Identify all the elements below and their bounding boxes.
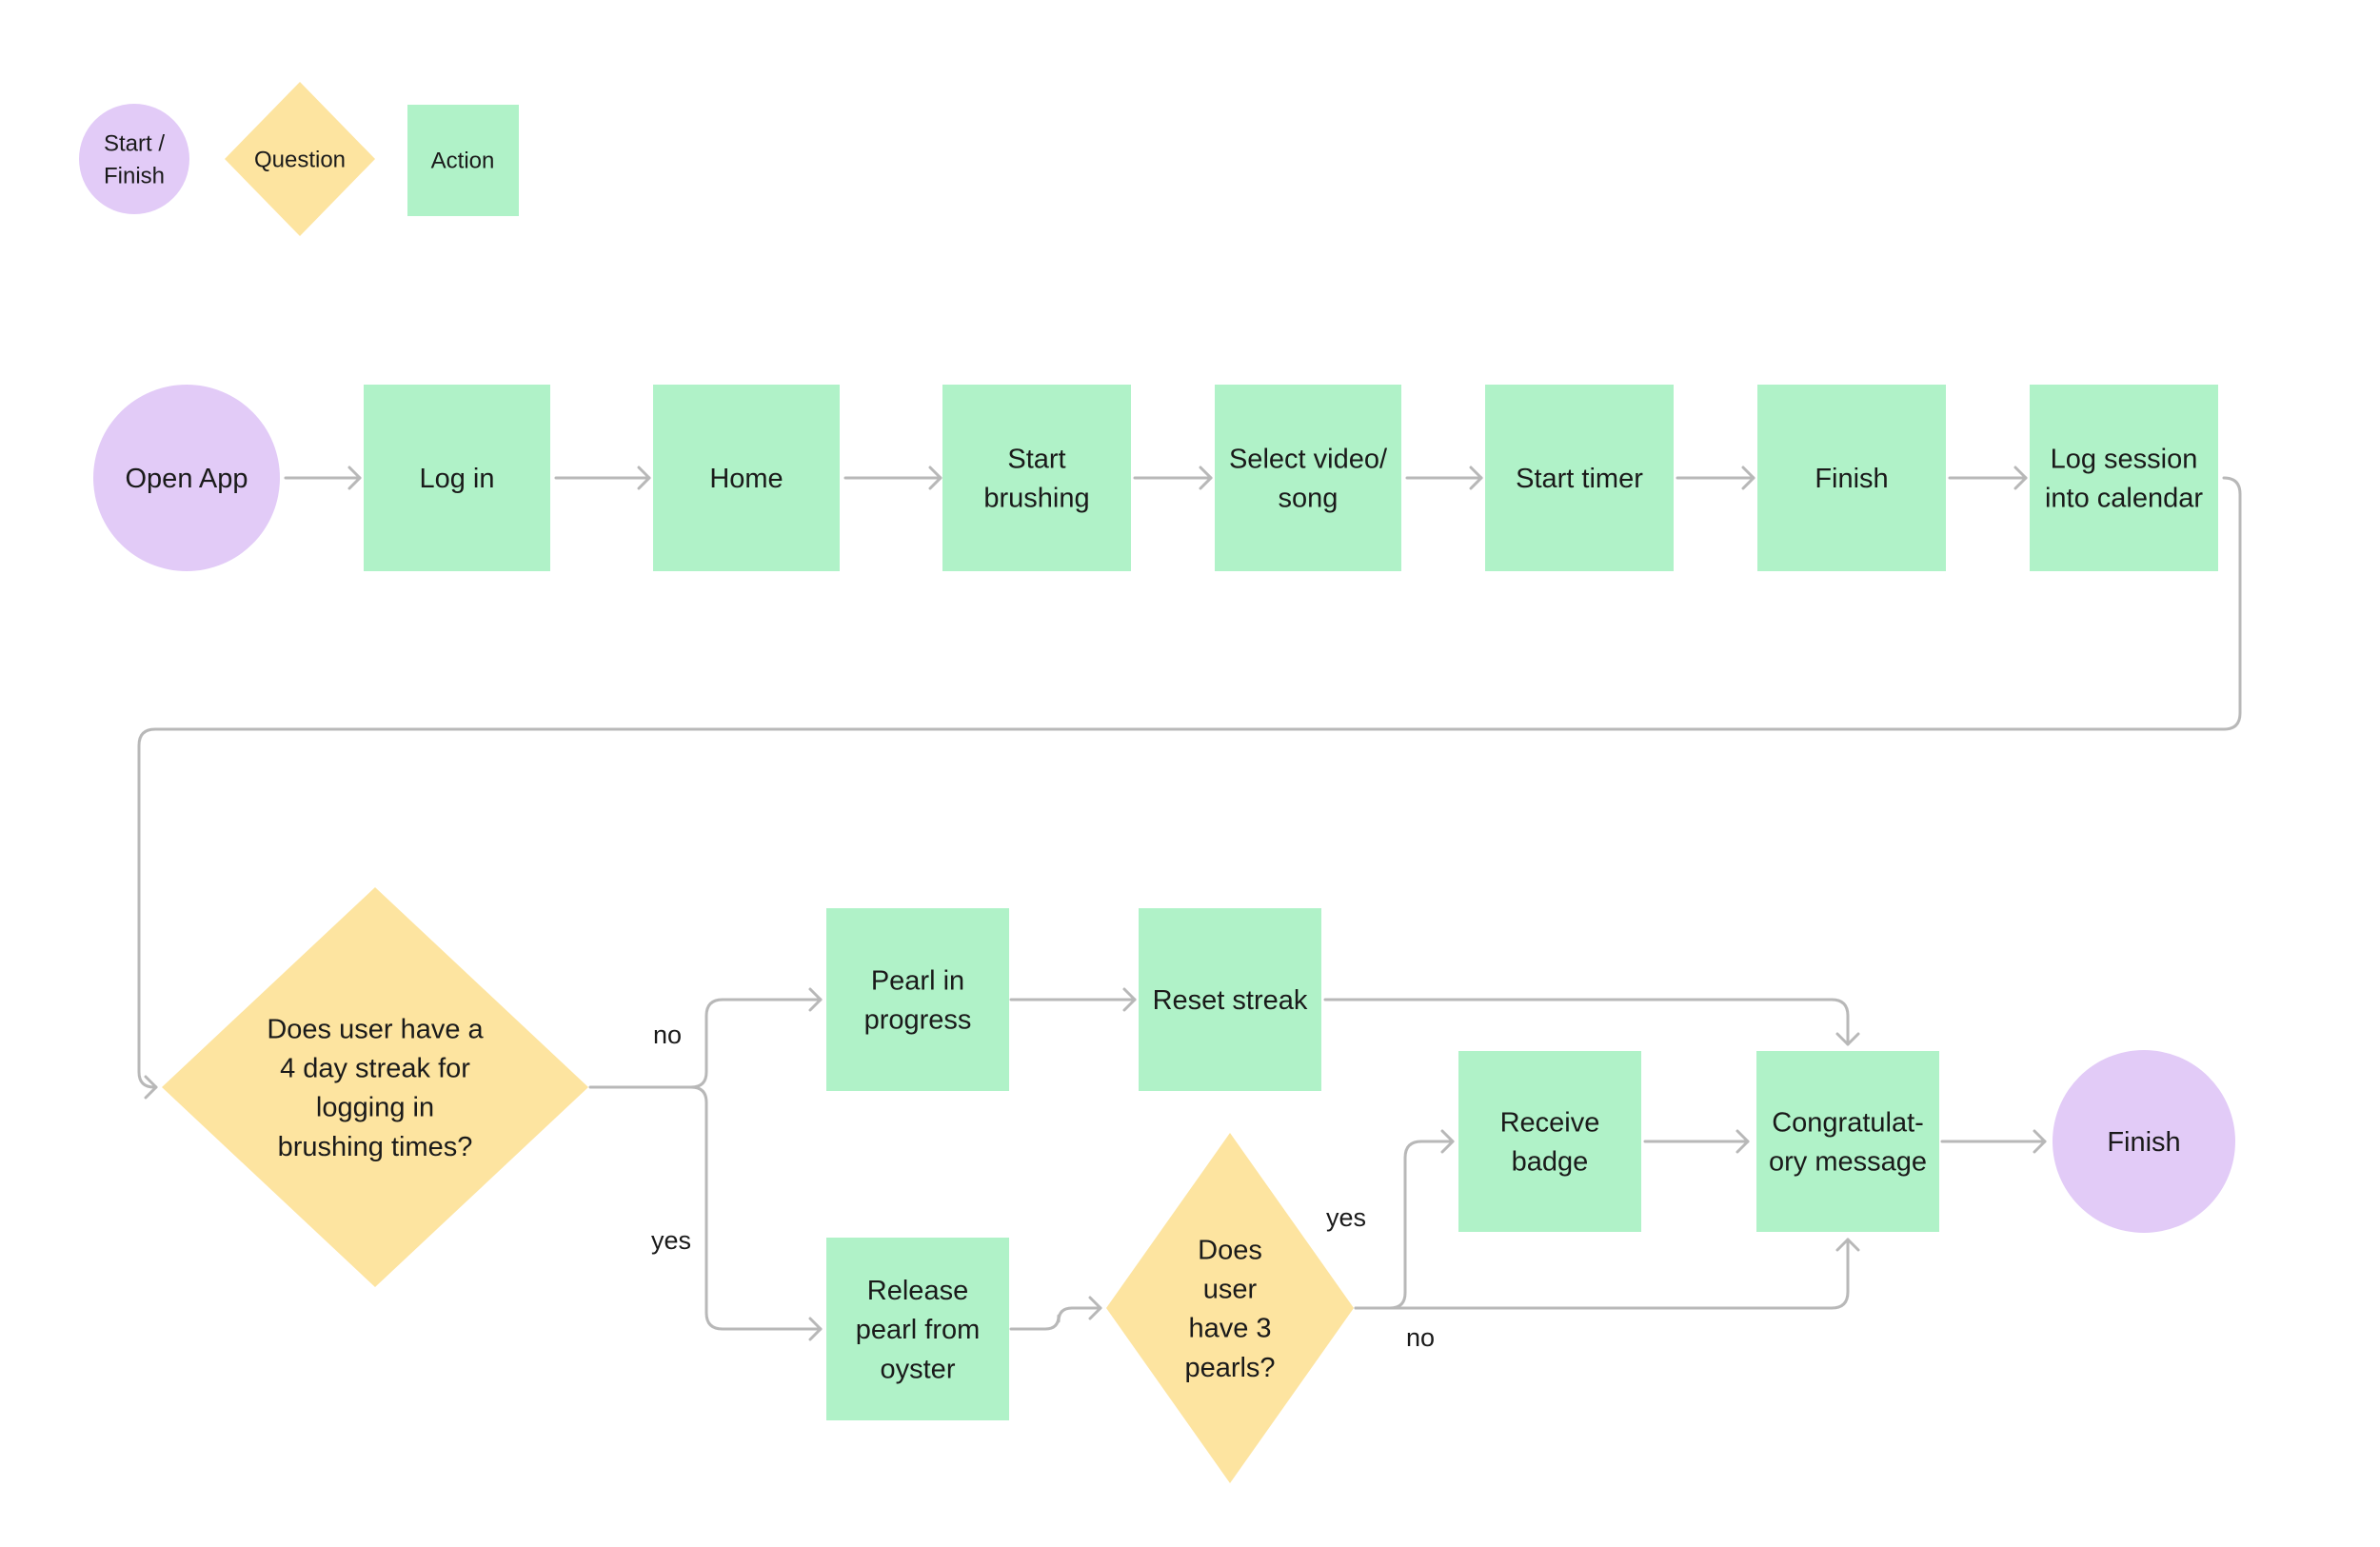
label-line: logging in [316, 1093, 434, 1123]
legend-terminal-label: Start / Finish [104, 130, 165, 188]
label-line: ory message [1769, 1147, 1927, 1178]
label-line: oyster [881, 1354, 956, 1384]
legend-action-shape [407, 105, 519, 216]
edge-streak-question-yes [689, 1085, 823, 1331]
label-line: Start [1007, 445, 1065, 475]
edge-streak-question-no [588, 998, 823, 1089]
label-line: Action [431, 148, 495, 173]
node-select-video-label: Select video/song [1229, 445, 1388, 514]
node-finish-terminal: Finish [2053, 1050, 2235, 1233]
label-line: pearls? [1184, 1353, 1275, 1383]
label-line: Select video/ [1229, 445, 1388, 475]
label-line: into calendar [2045, 484, 2203, 514]
node-finish-action-label: Finish [1815, 464, 1888, 494]
label-line: Question [254, 147, 346, 172]
node-receive-badge-label: Receive badge [1500, 1108, 1600, 1178]
label-line: Does user have a [267, 1014, 484, 1044]
label-line: Finish [104, 163, 165, 188]
label-line: Log session [2051, 445, 2198, 475]
node-pearl-in-progress-label: Pearl in progress [864, 966, 972, 1036]
edge-label-streak-yes: yes [651, 1226, 691, 1255]
label-line: brushing times? [278, 1132, 473, 1162]
node-start-timer: Start timer [1485, 385, 1674, 571]
label-line: user [1203, 1275, 1258, 1305]
label-line: Reset streak [1153, 985, 1308, 1016]
legend-action-label: Action [431, 148, 495, 173]
label-line: badge [1512, 1147, 1589, 1178]
legend-terminal-shape [79, 104, 189, 214]
node-reset-streak: Reset streak [1139, 908, 1321, 1091]
label-line: Release [867, 1276, 968, 1306]
label-line: have 3 [1188, 1314, 1271, 1344]
label-line: Finish [1815, 464, 1888, 494]
node-start-brushing-label: Start brushing [983, 445, 1089, 514]
legend-question-shape [225, 82, 375, 236]
label-line: Open App [126, 464, 248, 494]
edge-pearls-question-no [1354, 1238, 1850, 1310]
node-finish-action: Finish [1757, 385, 1946, 571]
node-pearls-question-label: Does user have 3 pearls? [1184, 1235, 1275, 1383]
node-log-session: Log session into calendar [2030, 385, 2218, 571]
arrowheads [144, 466, 2047, 1341]
label-line: Home [709, 464, 783, 494]
label-line: song [1279, 484, 1339, 514]
edge-release-pearl-to-pearls-question [1009, 1306, 1102, 1331]
edge-label-streak-no: no [653, 1021, 682, 1049]
node-reset-streak-label: Reset streak [1153, 985, 1308, 1016]
edge-label-pearls-yes: yes [1326, 1203, 1366, 1232]
node-congrats: Congratulat-ory message [1756, 1051, 1939, 1232]
node-select-video: Select video/song [1215, 385, 1401, 571]
node-home-label: Home [709, 464, 783, 494]
label-line: Congratulat- [1772, 1108, 1924, 1139]
label-line: brushing [983, 484, 1089, 514]
node-open-app-label: Open App [126, 464, 248, 494]
connectors [137, 466, 2242, 1341]
node-receive-badge: Receive badge [1458, 1051, 1641, 1232]
label-line: Receive [1500, 1108, 1600, 1139]
node-finish-terminal-label: Finish [2107, 1127, 2180, 1158]
node-log-in: Log in [364, 385, 550, 571]
label-line: Does [1198, 1235, 1262, 1265]
node-congrats-label: Congratulat-ory message [1769, 1108, 1927, 1178]
node-log-session-label: Log session into calendar [2045, 445, 2203, 514]
edge-reset-streak-to-congrats [1323, 998, 1850, 1046]
node-streak-question: Does user have a 4 day streak for logging … [162, 887, 588, 1287]
label-line: Finish [2107, 1127, 2180, 1158]
legend-question-label: Question [254, 147, 346, 172]
label-line: Pearl in [871, 966, 964, 997]
node-streak-question-label: Does user have a 4 day streak for logging … [267, 1014, 484, 1162]
legend: Start / Finish Question Action [79, 82, 519, 236]
label-line: Start / [104, 130, 165, 156]
edge-log-session-to-streak-question [137, 476, 2242, 1089]
node-open-app: Open App [93, 385, 280, 571]
node-home: Home [653, 385, 840, 571]
node-start-timer-label: Start timer [1516, 464, 1643, 494]
edge-pearls-question-yes [1354, 1140, 1455, 1310]
label-line: 4 day streak for [280, 1054, 470, 1084]
node-start-brushing: Start brushing [942, 385, 1131, 571]
node-log-in-label: Log in [419, 464, 494, 494]
label-line: pearl from [856, 1315, 981, 1345]
node-pearls-question: Does user have 3 pearls? [1106, 1133, 1354, 1483]
edge-label-pearls-no: no [1406, 1323, 1435, 1352]
node-release-pearl: Release pearl from oyster [826, 1238, 1009, 1420]
node-pearl-in-progress: Pearl in progress [826, 908, 1009, 1091]
node-release-pearl-label: Release pearl from oyster [856, 1276, 981, 1384]
label-line: Start timer [1516, 464, 1643, 494]
label-line: progress [864, 1005, 972, 1036]
label-line: Log in [419, 464, 494, 494]
